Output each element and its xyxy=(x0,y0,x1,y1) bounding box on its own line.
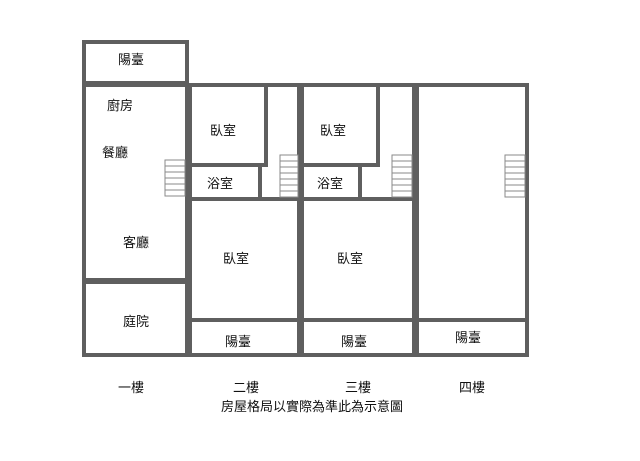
floor-4-balcony-label: 陽臺 xyxy=(455,331,481,346)
floor-2-bedroom-main-label: 臥室 xyxy=(223,251,249,267)
floor-1-balcony-label: 陽臺 xyxy=(118,53,144,68)
floor-3-bathroom-label: 浴室 xyxy=(317,176,343,192)
floor-2-staircase xyxy=(279,154,299,198)
floor-3-outline xyxy=(300,83,416,357)
floor-3-plan xyxy=(300,83,416,357)
floor-3-staircase xyxy=(391,154,413,198)
floor-1-staircase xyxy=(164,159,186,197)
floor-2-balcony-label: 陽臺 xyxy=(225,335,251,350)
disclaimer-note: 房屋格局以實際為準此為示意圖 xyxy=(221,399,403,415)
floor-2-bedroom-top-label: 臥室 xyxy=(210,123,236,139)
floor-4-staircase xyxy=(504,154,526,198)
floor-3-title: 三樓 xyxy=(345,381,371,396)
floor-4-title: 四樓 xyxy=(459,381,485,396)
floor-1-yard-label: 庭院 xyxy=(123,314,149,330)
floor-2-bedroom-wall xyxy=(188,83,268,167)
floor-2-plan xyxy=(188,83,301,357)
floor-3-bedroom-top-label: 臥室 xyxy=(320,123,346,139)
floor-1-title: 一樓 xyxy=(118,381,144,396)
floor-2-title: 二樓 xyxy=(233,381,259,396)
floor-2-outline xyxy=(188,83,301,357)
floor-3-bedroom-wall xyxy=(300,83,380,167)
floor-4-plan xyxy=(415,83,529,357)
floor-1-yard-room xyxy=(82,280,189,357)
floor-1-plan xyxy=(82,40,189,357)
floor-3-balcony-label: 陽臺 xyxy=(341,335,367,350)
floor-2-bathroom-label: 浴室 xyxy=(207,176,233,192)
floor-1-kitchen-label: 廚房 xyxy=(107,98,133,114)
floor-3-bedroom-main-label: 臥室 xyxy=(337,251,363,267)
floor-1-dining-label: 餐廳 xyxy=(102,145,128,161)
floor-1-living-label: 客廳 xyxy=(123,235,149,251)
floor-4-outline xyxy=(415,83,529,357)
